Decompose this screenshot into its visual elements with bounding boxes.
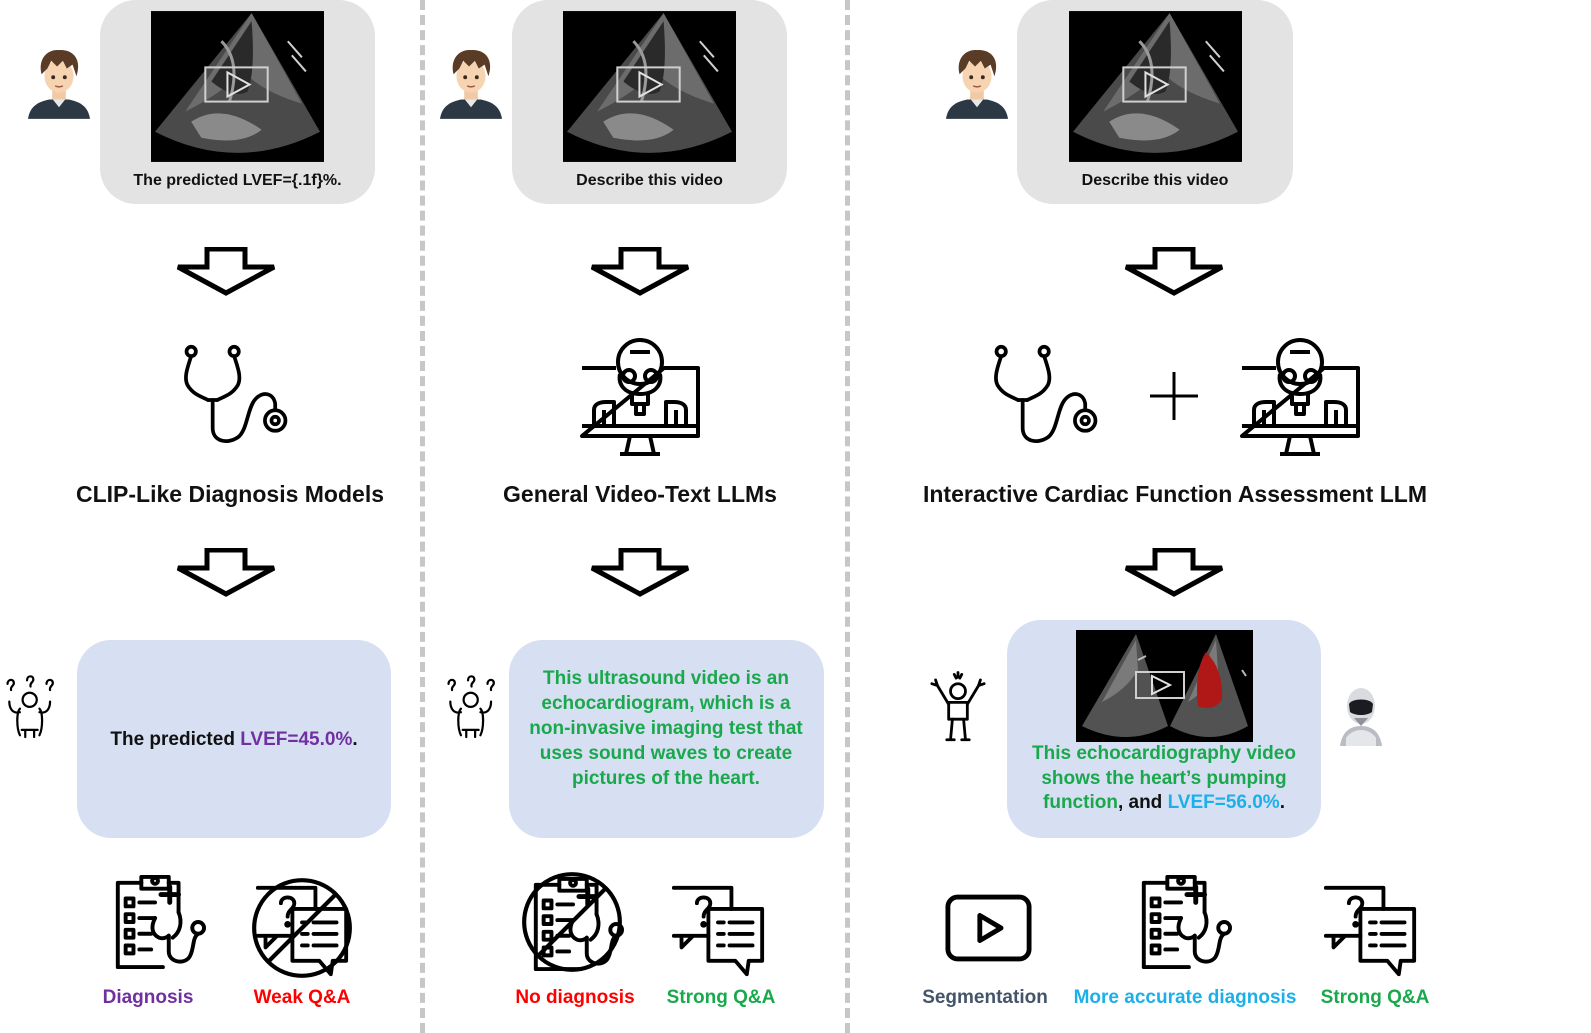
capability-label: No diagnosis [515, 987, 635, 1008]
stethoscope-icon [990, 344, 1102, 456]
user-avatar-icon [28, 46, 90, 120]
down-arrow-icon [174, 548, 278, 598]
answer-suffix: . [1279, 792, 1285, 813]
play-button-icon[interactable] [945, 894, 1032, 962]
capability-label: Strong Q&A [666, 987, 776, 1008]
robot-avatar-icon [1336, 682, 1386, 746]
stethoscope-icon [180, 344, 292, 456]
down-arrow-icon [588, 548, 692, 598]
answer-bubble-clip [77, 640, 391, 838]
prohibited-icon [520, 870, 624, 974]
answer-bubble-general [509, 640, 824, 838]
lvef-value: LVEF=45.0% [240, 729, 353, 750]
prohibited-icon [250, 876, 354, 980]
capability-label: Diagnosis [102, 987, 194, 1008]
answer-suffix: . [352, 729, 358, 750]
confused-person-icon [445, 670, 507, 742]
answer-text-general: This ultrasound video is an echocardiogr… [529, 668, 803, 789]
column-divider-left [420, 0, 425, 1033]
chat-qa-icon [1322, 884, 1418, 980]
answer-part2: , and [1117, 792, 1168, 813]
down-arrow-icon [1122, 247, 1226, 297]
prompt-text-interactive: Describe this video [1081, 172, 1229, 189]
down-arrow-icon [174, 247, 278, 297]
clipboard-diagnosis-icon [1134, 872, 1232, 972]
robot-monitor-icon [580, 338, 700, 458]
user-avatar-icon [946, 46, 1008, 120]
down-arrow-icon [1122, 548, 1226, 598]
column-divider-right [845, 0, 850, 1033]
echo-video-thumbnail[interactable] [1069, 11, 1242, 162]
answer-text-interactive: This echocardiography video shows the he… [1030, 742, 1298, 816]
happy-person-icon [930, 670, 986, 746]
prompt-text-general: Describe this video [576, 172, 723, 189]
lvef-value: LVEF=56.0% [1167, 792, 1280, 813]
answer-text-clip: The predicted LVEF=45.0%. [77, 727, 391, 752]
robot-monitor-icon [1240, 338, 1360, 458]
plus-icon [1150, 372, 1198, 420]
user-avatar-icon [440, 46, 502, 120]
capability-label: Weak Q&A [253, 987, 351, 1008]
down-arrow-icon [588, 247, 692, 297]
answer-prefix: The predicted [110, 729, 241, 750]
capability-label: Strong Q&A [1320, 987, 1430, 1008]
model-title-interactive: Interactive Cardiac Function Assessment … [922, 481, 1427, 507]
capability-label: Segmentation [922, 987, 1048, 1008]
model-title-clip: CLIP-Like Diagnosis Models [76, 481, 384, 507]
model-title-general: General Video-Text LLMs [503, 481, 777, 507]
echo-video-thumbnail[interactable] [563, 11, 736, 162]
chat-qa-icon [670, 884, 766, 980]
prompt-text-clip: The predicted LVEF={.1f}%. [133, 172, 342, 189]
echo-video-thumbnail[interactable] [151, 11, 324, 162]
answer-part1: This echocardiography video shows the he… [1032, 743, 1296, 813]
confused-person-icon [4, 670, 66, 742]
capability-label: More accurate diagnosis [1073, 987, 1297, 1008]
echo-segmentation-thumbnail[interactable] [1076, 630, 1253, 742]
clipboard-diagnosis-icon [108, 872, 206, 972]
